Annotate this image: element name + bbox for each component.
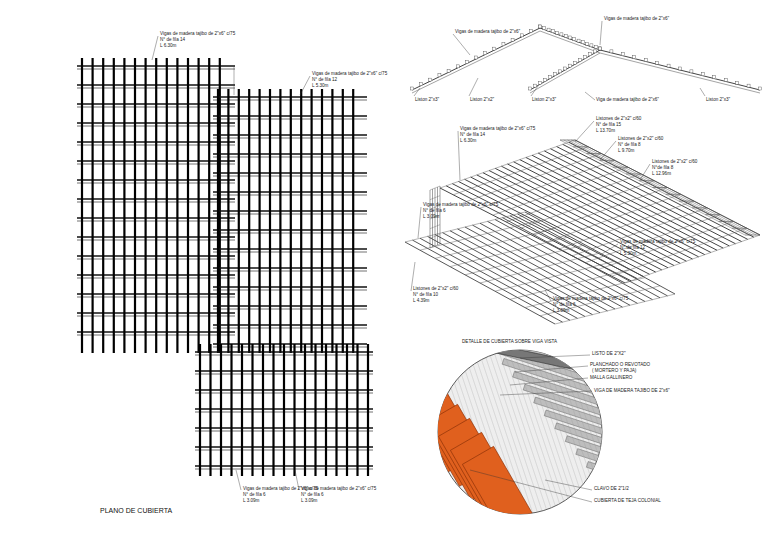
callout-label: L 3.09m <box>423 214 439 219</box>
callout-label: PLANCHADO O REVOTADO <box>590 362 650 367</box>
callout-label: L 3.09m <box>301 498 317 503</box>
callout-label: Vigas de madera tajibo de 2"x6" <box>604 16 669 21</box>
callout-label: Viga de madera tajibo de 2"x6" <box>596 97 659 102</box>
callout-label: N° de fila 6 <box>301 492 324 497</box>
callout-label: Listones de 2"x2" c/60 <box>596 116 641 121</box>
callout-label: Liston 2"x3" <box>532 97 556 102</box>
callout-label: N° de fila 14 <box>160 37 185 42</box>
drawing-caption: PLANO DE CUBIERTA <box>100 507 172 514</box>
callout-label: Vigas de madera tajibo de 2"x6" c/75 <box>620 239 695 244</box>
callout-label: Liston 2"x3" <box>415 97 439 102</box>
callout-label: N° de fila 12 <box>312 77 337 82</box>
callout-label: L 4.39m <box>413 298 429 303</box>
callout-label: Vigas de madera tajibo de 2"x6" c/75 <box>160 31 235 36</box>
callout-label: N° de fila 6 <box>243 492 266 497</box>
callout-label: Vigas de madera tajibo de 2"x6" c/75 <box>460 126 535 131</box>
callout-label: L 3.09m <box>243 498 259 503</box>
callout-label: Vigas de madera tajibo de 2"x6" c/75 <box>423 202 498 207</box>
callout-label: Listones de 2"x2" c/60 <box>413 286 458 291</box>
callout-label: N° de fila 12 <box>620 245 645 250</box>
callout-label: N° de fila 6 <box>553 302 576 307</box>
callout-label: N° de fila 8 <box>618 142 641 147</box>
callout-label: LISTO DE 2"X2" <box>592 351 626 356</box>
callout-label: N° de fila 6 <box>423 208 446 213</box>
callout-label: ( MORTERO Y PAJA) <box>592 368 636 373</box>
callout-label: L 6.30m <box>160 43 176 48</box>
callout-label: MALLA GALLINERO <box>590 375 632 380</box>
callout-label: L 13.70m <box>596 128 615 133</box>
callout-label: L 3.09m <box>553 308 569 313</box>
callout-label: Vigas de madera tajibo de 2"x6" <box>455 29 520 34</box>
callout-label: CUBIERTA DE TEJA COLONIAL <box>594 498 661 503</box>
callout-label: N° de fila 10 <box>413 292 438 297</box>
callout-label: Listones de 2"x2" c/60 <box>618 136 663 141</box>
callout-label: L 6.30m <box>460 138 476 143</box>
callout-label: L 5.30m <box>620 251 636 256</box>
callout-label: N° de fila 14 <box>460 132 485 137</box>
callout-label: Liston 2"x3" <box>706 97 730 102</box>
callout-label: N°de fila 8 <box>652 165 673 170</box>
callout-label: CLAVO DE 2"1/2 <box>594 486 629 491</box>
callout-label: Vigas de madera tajibo de 2"x6" c/75 <box>312 71 387 76</box>
callout-label: DETALLE DE CUBIERTA SOBRE VIGA VISTA <box>462 339 557 344</box>
callout-label: Liston 2"x2" <box>470 97 494 102</box>
callout-label: L 12.96m <box>652 171 671 176</box>
callout-label: L 9.70m <box>618 148 634 153</box>
callout-label: VIGA DE MADERA TAJIBO DE 2"x6" <box>594 388 670 393</box>
callout-label: L 5.30m <box>312 83 328 88</box>
callout-label: Vigas de madera tajibo de 2"x6" c/75 <box>553 296 628 301</box>
callout-label: Listones de 2"x2" c/60 <box>652 159 697 164</box>
callout-label: Vigas de madera tajibo de 2"x6" c/75 <box>301 486 376 491</box>
callout-label: N° de fila 15 <box>596 122 621 127</box>
